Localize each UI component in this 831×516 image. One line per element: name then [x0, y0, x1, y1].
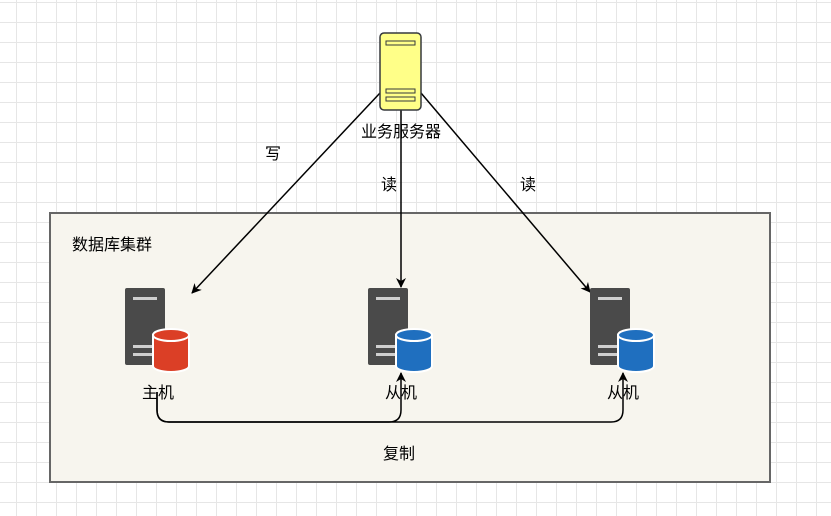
slave2-label: 从机 [607, 383, 639, 402]
server-label: 业务服务器 [361, 122, 441, 141]
slave1-label: 从机 [385, 383, 417, 402]
database-server-icon [368, 288, 433, 373]
read-arrow-2 [420, 92, 591, 293]
read-label-1: 读 [381, 175, 397, 194]
read-label-2: 读 [520, 175, 536, 194]
cluster-title: 数据库集群 [72, 235, 152, 254]
database-server-icon [125, 288, 190, 373]
master-label: 主机 [142, 383, 174, 402]
write-label: 写 [265, 144, 281, 163]
replication-line-2 [156, 372, 628, 423]
write-arrow [191, 92, 381, 294]
server-icon [379, 32, 422, 111]
replicate-label: 复制 [383, 444, 415, 463]
database-server-icon [590, 288, 655, 373]
